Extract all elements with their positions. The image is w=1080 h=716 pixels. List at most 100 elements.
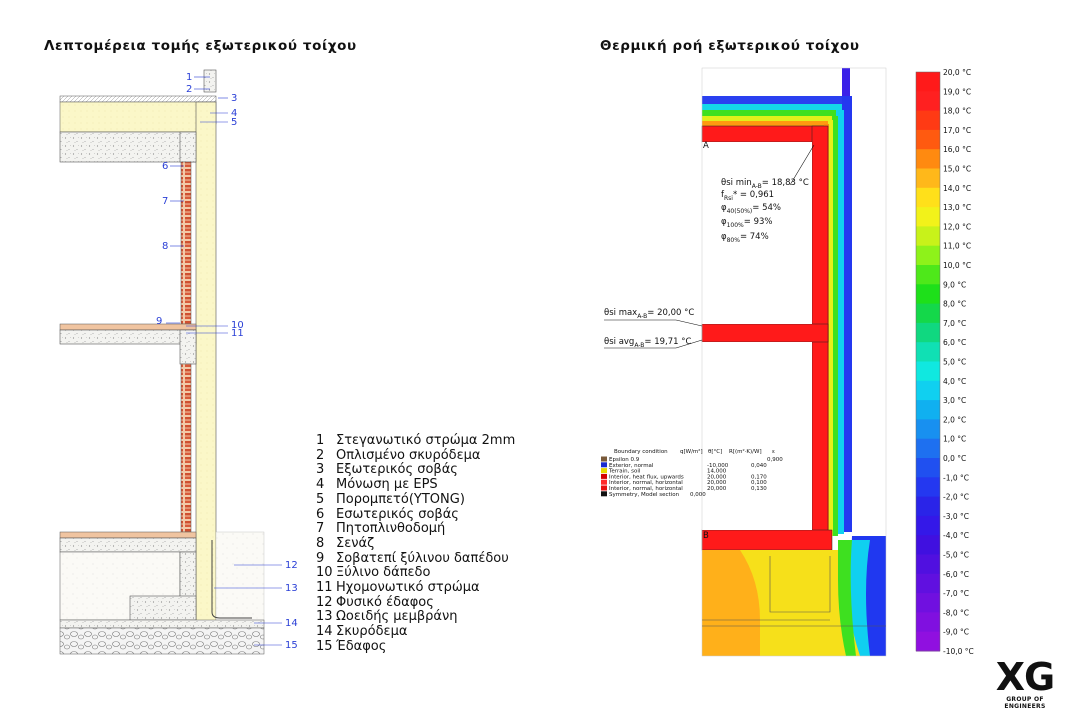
scale-band: [916, 284, 940, 305]
bc-theta: 20,000: [707, 486, 727, 492]
scale-label: -6,0 °C: [943, 570, 969, 579]
scale-band: [916, 303, 940, 324]
scale-band: [916, 187, 940, 208]
scale-band: [916, 110, 940, 131]
parapet: [203, 69, 217, 93]
section-detail-title: Λεπτομέρεια τομής εξωτερικού τοίχου: [44, 38, 357, 54]
scale-label: 8,0 °C: [943, 300, 966, 309]
scale-label: 9,0 °C: [943, 280, 966, 289]
scale-label: -5,0 °C: [943, 551, 969, 560]
scale-band: [916, 535, 940, 555]
point-a-label: A: [703, 141, 709, 151]
roof-insulation: [59, 101, 201, 133]
company-logo: XG GROUP OF ENGINEERS: [986, 658, 1064, 710]
scale-label: 3,0 °C: [943, 396, 966, 405]
scale-band: [916, 322, 940, 343]
ground-slab: [59, 537, 197, 553]
theta-si-min: θsi minA-B= 18,83 °C: [721, 178, 809, 190]
bc-name: Symmetry, Model section: [609, 492, 680, 498]
scale-band: [916, 612, 940, 633]
thermal-annotations: θsi minA-B= 18,83 °C fRsi* = 0,961 φ40(5…: [604, 144, 815, 349]
scale-label: 0,0 °C: [943, 454, 966, 463]
scale-label: 19,0 °C: [943, 87, 971, 96]
scale-band: [916, 361, 940, 382]
bc-name: Interior, normal, horizontal: [609, 480, 683, 486]
bc-r: 0,130: [751, 486, 767, 492]
phi-40: φ40(50%)= 54%: [721, 203, 781, 215]
callout-13: 13: [285, 583, 298, 594]
bc-name: Interior, normal, horizontal: [609, 486, 683, 492]
bc-name: Interior, heat flux, upwards: [609, 474, 684, 480]
scale-band: [916, 515, 940, 536]
scale-label: -7,0 °C: [943, 589, 969, 598]
phi-100: φ100%= 93%: [721, 217, 772, 229]
callout-6: 6: [162, 161, 168, 172]
scale-band: [916, 226, 940, 247]
bc-swatch: [601, 462, 607, 468]
scale-label: 4,0 °C: [943, 377, 966, 386]
scale-band: [916, 573, 940, 594]
callout-4: 4: [231, 108, 237, 119]
scale-band: [916, 207, 940, 227]
temperature-scale: 20,0 °C19,0 °C18,0 °C17,0 °C16,0 °C15,0 …: [915, 68, 974, 656]
callout-5: 5: [231, 117, 237, 128]
bc-theta: -10,000: [707, 463, 729, 469]
scale-label: 5,0 °C: [943, 358, 966, 367]
roof-screed: [59, 95, 217, 103]
boundary-table: Boundary condition q[W/m²] θ[°C] R[(m²·K…: [601, 448, 783, 498]
scale-label: 13,0 °C: [943, 203, 971, 212]
scale-band: [916, 265, 940, 285]
scale-label: 18,0 °C: [943, 107, 971, 116]
scale-band: [916, 342, 940, 362]
mid-beam: [179, 329, 197, 365]
bc-header-name: Boundary condition: [614, 449, 668, 455]
thermal-flow-title: Θερμική ροή εξωτερικού τοίχου: [600, 38, 860, 54]
f-rsi: fRsi* = 0,961: [721, 190, 774, 202]
callout-14: 14: [285, 618, 298, 629]
callout-numbers: 1 2 3 4 5 6 7 8 9 10 11 12 13 14 15: [156, 72, 298, 651]
bc-header-r: R[(m²·K)/W]: [729, 448, 762, 455]
bc-swatch: [601, 485, 607, 491]
scale-label: -4,0 °C: [943, 531, 969, 540]
scale-band: [916, 149, 940, 169]
mid-slab: [59, 329, 197, 345]
scale-band: [916, 129, 940, 150]
scale-band: [916, 458, 940, 478]
bc-header-eps: ε: [772, 449, 775, 455]
lower-brick-wall: [180, 363, 192, 533]
scale-band: [916, 631, 940, 652]
scale-band: [916, 477, 940, 498]
ground-floor-finish: [59, 531, 197, 539]
lean-concrete: [59, 619, 265, 629]
bc-name: Terrain, soil: [608, 469, 641, 475]
scale-band: [916, 419, 940, 440]
bc-header-theta: θ[°C]: [708, 449, 722, 455]
scale-band: [916, 554, 940, 575]
callout-lines: [166, 76, 282, 646]
callout-1: 1: [186, 72, 192, 83]
callout-7: 7: [162, 196, 168, 207]
theta-si-avg: θsi avgA-B= 19,71 °C: [604, 337, 691, 349]
scale-band: [916, 400, 940, 420]
bc-r: 0,040: [751, 463, 767, 469]
footing: [129, 595, 197, 621]
bc-swatch: [601, 473, 607, 479]
bc-theta: 20,000: [707, 480, 727, 486]
